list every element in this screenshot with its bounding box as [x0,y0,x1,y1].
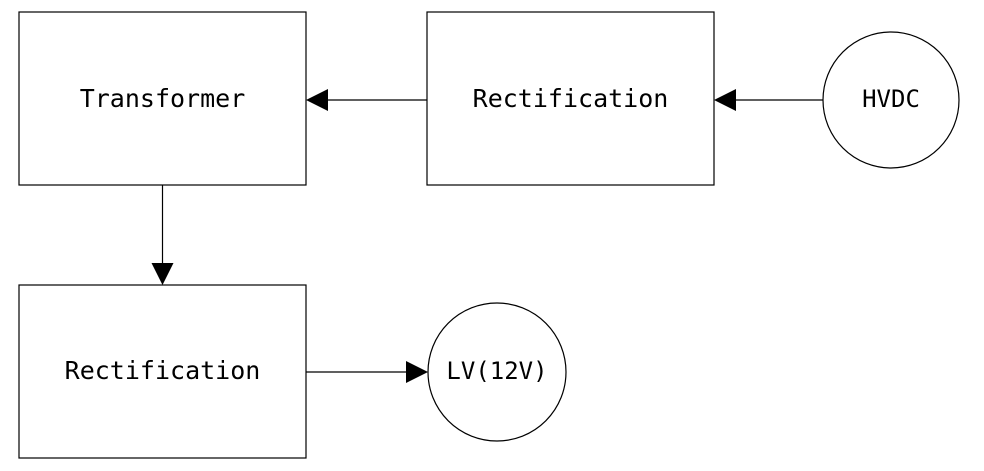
transformer-label: Transformer [80,84,246,113]
rectification-top-node: Rectification [426,11,715,186]
arrow-hvdc-to-rectification [714,89,823,111]
hvdc-label: HVDC [862,85,920,113]
hvdc-node: HVDC [822,31,960,169]
rectification-bottom-label: Rectification [65,356,261,385]
transformer-node: Transformer [18,11,307,186]
arrow-rectification-to-lv [306,361,428,383]
lv-label: LV(12V) [446,357,547,385]
arrow-transformer-to-rectification [151,185,174,285]
rectification-bottom-node: Rectification [18,284,307,459]
arrow-head [714,89,736,111]
rectification-top-box [426,11,715,186]
arrow-rectification-to-transformer [306,89,427,111]
rectification-bottom-box [18,284,307,459]
transformer-box [18,11,307,186]
arrow-head [306,89,328,111]
arrow-head [151,263,174,285]
lv-node: LV(12V) [427,302,567,442]
rectification-top-label: Rectification [473,84,669,113]
arrow-head [406,361,428,383]
